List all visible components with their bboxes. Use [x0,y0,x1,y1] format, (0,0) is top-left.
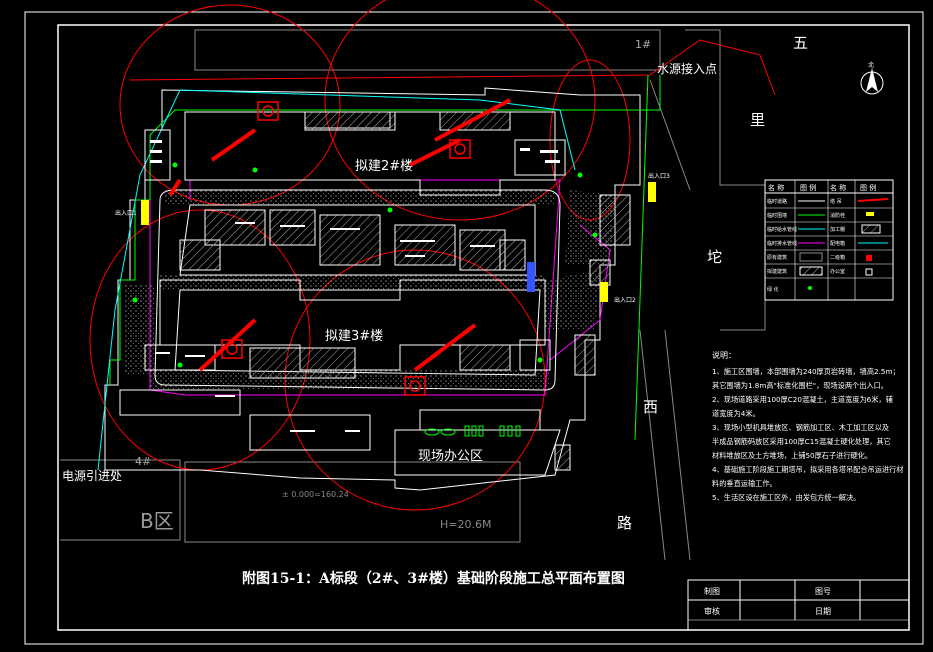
svg-text:原有建筑: 原有建筑 [767,254,787,261]
svg-text:配电箱: 配电箱 [830,240,845,247]
building-1-label: 1# [635,38,651,51]
svg-text:五: 五 [793,34,808,52]
office-trees [424,425,521,437]
entrance-gates [141,182,656,302]
building-2 [184,111,556,196]
svg-text:拟建建筑: 拟建建筑 [767,268,787,275]
svg-text:图号: 图号 [815,587,831,596]
north-arrow-icon: 北 [860,61,884,95]
height-label: H=20.6M [440,518,491,531]
svg-text:料的垂直运输工作。: 料的垂直运输工作。 [712,479,777,488]
building-3-label: 拟建3#楼 [325,329,383,344]
drawing-title: 附图15-1：A标段（2#、3#楼）基础阶段施工总平面布置图 [242,570,625,587]
office-label: 现场办公区 [418,449,483,464]
building-2-label: 拟建2#楼 [355,159,413,174]
svg-text:名 称: 名 称 [830,183,846,192]
svg-text:制图: 制图 [704,586,720,596]
power-entry-label: 电源引进处 [62,469,122,483]
svg-text:3、现场小型机具堆放区、钢筋加工区、木工加工区以及: 3、现场小型机具堆放区、钢筋加工区、木工加工区以及 [712,423,889,432]
water-line [97,89,576,471]
elevation-label: ± 0.000=160.24 [282,490,349,499]
svg-text:消防栓: 消防栓 [830,212,845,219]
zone-b-label: B区 [140,509,174,533]
svg-text:绿 化: 绿 化 [767,286,779,293]
small-facilities [119,129,566,451]
svg-text:道宽度为4米。: 道宽度为4米。 [712,409,760,418]
svg-text:二级箱: 二级箱 [830,254,845,261]
svg-text:加工棚: 加工棚 [830,226,845,233]
tower-cranes [168,98,511,372]
svg-text:塔 吊: 塔 吊 [830,198,842,205]
distribution-box [527,262,535,292]
svg-text:临时排水管线: 临时排水管线 [767,240,797,247]
svg-text:名 称: 名 称 [768,183,784,192]
building-3 [159,279,546,379]
svg-text:材料堆放区及土方堆场，上铺50厚石子进行硬化。: 材料堆放区及土方堆场，上铺50厚石子进行硬化。 [712,451,872,460]
svg-text:临时围墙: 临时围墙 [767,212,787,219]
svg-text:半成品钢筋码放区采用100厚C15混凝土硬化处理，其它: 半成品钢筋码放区采用100厚C15混凝土硬化处理，其它 [712,437,891,446]
svg-text:日期: 日期 [815,607,831,616]
svg-text:其它围墙为1.8m高"标准化围栏"，现场设两个出入口。: 其它围墙为1.8m高"标准化围栏"，现场设两个出入口。 [712,381,888,390]
svg-text:路: 路 [617,514,632,532]
svg-text:临时道路: 临时道路 [767,198,787,205]
svg-text:1、施工区围墙，本部围墙为240厚页岩砖墙，墙高2.5m；: 1、施工区围墙，本部围墙为240厚页岩砖墙，墙高2.5m； [712,367,900,376]
site-boundary [129,39,776,96]
svg-text:北: 北 [868,61,874,69]
entrance-2-label: 出入口2 [614,296,636,304]
crane-bases [221,101,471,396]
entrance-1-label: 出入口1 [115,209,137,217]
hydrants [132,162,598,368]
material-yards [179,194,631,471]
svg-text:审核: 审核 [704,606,720,616]
svg-text:5、生活区设在施工区外，由发包方统一解决。: 5、生活区设在施工区外，由发包方统一解决。 [712,493,860,502]
water-entry-label: 水源接入点 [657,61,717,76]
building-4-label: 4# [135,455,151,468]
svg-text:4、基础施工阶段施工期塔吊，拟采用各塔吊配合吊运进行材: 4、基础施工阶段施工期塔吊，拟采用各塔吊配合吊运进行材 [712,465,903,474]
svg-text:办公室: 办公室 [830,268,845,275]
inner-frame [57,24,910,631]
outer-frame [24,11,924,645]
existing-buildings [60,29,766,561]
entrance-3-label: 出入口3 [648,172,670,180]
svg-text:图 例: 图 例 [860,183,876,192]
text-marks [150,140,560,432]
site-office [394,409,561,476]
svg-text:2、现场道路采用100厚C20混凝土，主道宽度为6米，辅: 2、现场道路采用100厚C20混凝土，主道宽度为6米，辅 [712,395,893,404]
road-names: 五 里 坨 西 路 [617,34,808,532]
svg-text:西: 西 [643,398,658,416]
svg-text:图 例: 图 例 [800,183,816,192]
svg-text:里: 里 [750,111,765,129]
svg-text:坨: 坨 [707,248,722,266]
title-block: 制图 图号 审核 日期 [687,579,910,631]
notes: 说明： 1、施工区围墙，本部围墙为240厚页岩砖墙，墙高2.5m； 其它围墙为1… [712,350,903,502]
legend-table: 名 称 图 例 名 称 图 例 临时道路 临时围墙 临时给水管线 临时排水管线 … [764,179,894,301]
svg-text:说明：: 说明： [712,350,736,360]
site-wall [104,87,641,491]
svg-text:临时给水管线: 临时给水管线 [767,226,797,233]
